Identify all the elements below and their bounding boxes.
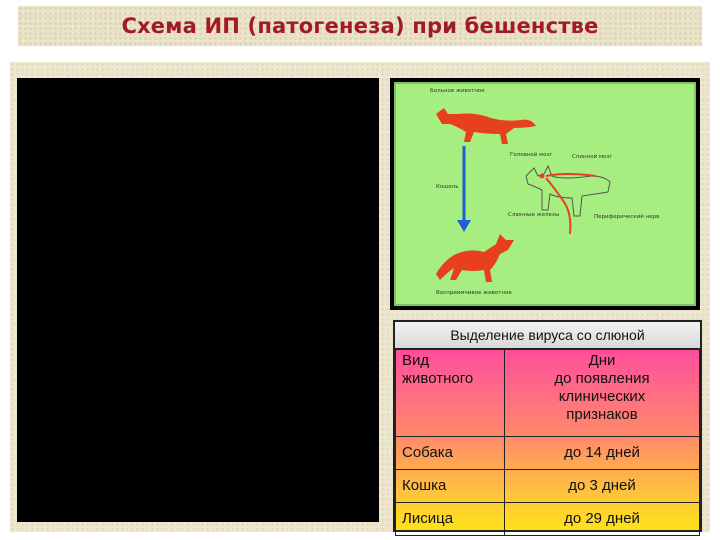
header-animal-line: животного	[402, 370, 474, 387]
healthy-fox-icon	[436, 234, 514, 282]
header-days-line: признаков	[566, 406, 638, 423]
animal-cell: Собака	[395, 436, 505, 470]
slide-title: Схема ИП (патогенеза) при бешенстве	[121, 14, 599, 38]
header-days-line: Дни	[588, 352, 616, 369]
header-days-line: клинических	[558, 388, 646, 405]
label-spinal-cord: Спинной мозг	[572, 154, 613, 160]
animal-cell: Кошка	[395, 469, 505, 503]
label-salivary-glands: Слюнные железы	[508, 212, 560, 218]
title-bar: Схема ИП (патогенеза) при бешенстве	[18, 6, 702, 46]
days-cell: до 3 дней	[504, 469, 700, 503]
brain-marker-icon	[539, 173, 545, 179]
header-animal-cell: Вид животного	[395, 349, 505, 437]
animal-cell: Лисица	[395, 502, 505, 536]
table-row: Лисица до 29 дней	[395, 502, 700, 536]
table-row: Кошка до 3 дней	[395, 469, 700, 503]
shedding-table-body: Вид животного Дни до появления клиническ…	[395, 349, 700, 536]
figure-canvas: Больное животное Кошель Головной мозг Сп…	[394, 82, 696, 306]
transmission-arrow-icon	[457, 146, 471, 232]
black-panel	[17, 78, 379, 522]
virus-shedding-table: Выделение вируса со слюной Вид животного…	[393, 320, 702, 536]
header-animal-line: Вид	[402, 352, 430, 369]
pathogenesis-figure: Больное животное Кошель Головной мозг Сп…	[390, 78, 700, 310]
label-sick-animal: Больное животное	[430, 88, 485, 94]
days-cell: до 14 дней	[504, 436, 700, 470]
sick-fox-icon	[436, 108, 536, 144]
days-cell: до 29 дней	[504, 502, 700, 536]
figure-drawing	[436, 108, 611, 282]
table-header-row: Вид животного Дни до появления клиническ…	[395, 349, 700, 437]
table-caption: Выделение вируса со слюной	[395, 322, 700, 349]
label-healthy-animal: Восприимчивое животное	[436, 290, 512, 296]
label-brain: Головной мозг	[510, 152, 553, 158]
nerve-pathway-icon	[545, 173, 597, 235]
animal-outline-icon	[525, 164, 611, 217]
header-days-cell: Дни до появления клинических признаков	[504, 349, 700, 437]
header-days-line: до появления	[554, 370, 650, 387]
label-bite: Кошель	[436, 184, 459, 190]
label-peripheral-nerve: Периферический нерв	[594, 214, 660, 220]
table-row: Собака до 14 дней	[395, 436, 700, 470]
